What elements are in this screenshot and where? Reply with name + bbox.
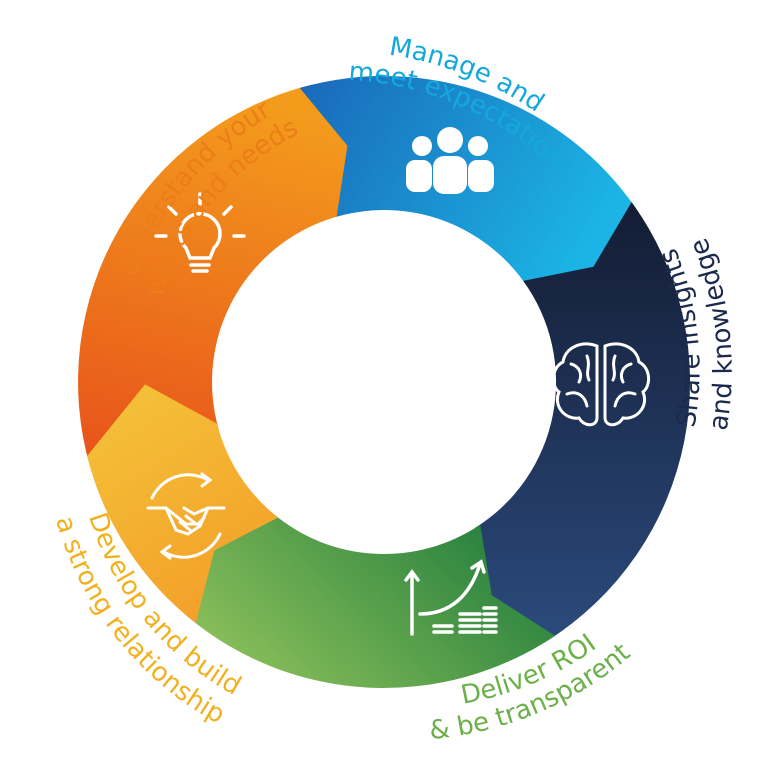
handshake-icon <box>146 472 226 560</box>
segment-deliver <box>187 513 556 689</box>
segment-share <box>460 202 691 642</box>
label-share: Share insights and knowledge <box>653 234 738 432</box>
ring-segments <box>78 76 691 689</box>
segment-understand <box>78 85 382 467</box>
lightbulb-icon <box>154 192 246 273</box>
team-icon <box>406 127 494 194</box>
brain-icon <box>552 342 650 427</box>
segment-manage <box>299 76 638 298</box>
segment-develop <box>87 384 279 624</box>
growth-chart-icon <box>404 559 498 636</box>
